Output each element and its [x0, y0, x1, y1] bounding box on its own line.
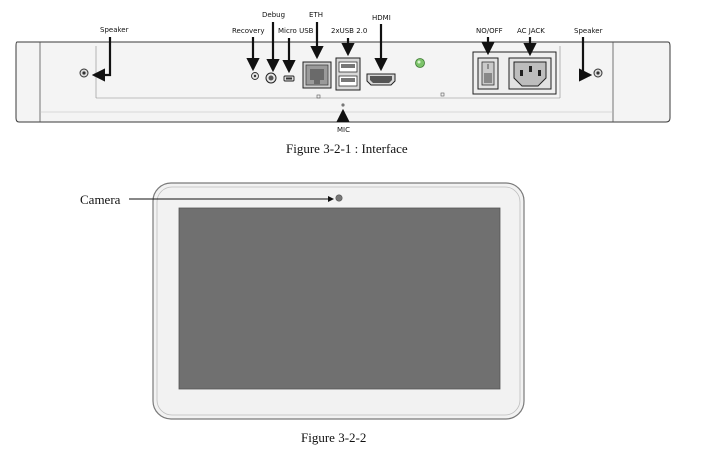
tablet-screen [178, 207, 501, 390]
label-micro-usb: Micro USB [278, 27, 314, 35]
label-ac-jack: AC JACK [517, 27, 545, 35]
figure1-caption: Figure 3-2-1 : Interface [286, 141, 408, 156]
label-eth: ETH [309, 11, 323, 19]
speaker-left-icon [79, 68, 89, 78]
ac-jack-icon [508, 57, 552, 90]
label-speaker-left: Speaker [100, 26, 129, 34]
hdmi-port-icon [366, 73, 396, 86]
callout-arrows [91, 22, 593, 122]
speaker-right-icon [593, 68, 603, 78]
label-on-off: NO/OFF [476, 27, 503, 35]
power-switch-icon [477, 57, 499, 90]
label-camera: Camera [80, 192, 121, 207]
label-mic: MIC [337, 126, 350, 134]
power-module [472, 51, 557, 95]
mic-hole-icon [341, 103, 345, 107]
figure2-caption: Figure 3-2-2 [301, 430, 367, 445]
label-usb: 2xUSB 2.0 [331, 27, 368, 35]
status-led-icon [415, 58, 425, 68]
label-debug: Debug [262, 11, 286, 19]
ethernet-port-icon [302, 61, 332, 89]
recovery-button-icon [251, 72, 259, 80]
micro-usb-port-icon [283, 75, 295, 82]
usb-ports-icon [335, 57, 361, 91]
camera-icon [335, 194, 343, 202]
label-recovery: Recovery [232, 27, 265, 35]
label-hdmi: HDMI [372, 14, 391, 22]
label-speaker-right: Speaker [574, 27, 603, 35]
debug-port-icon [265, 72, 277, 84]
